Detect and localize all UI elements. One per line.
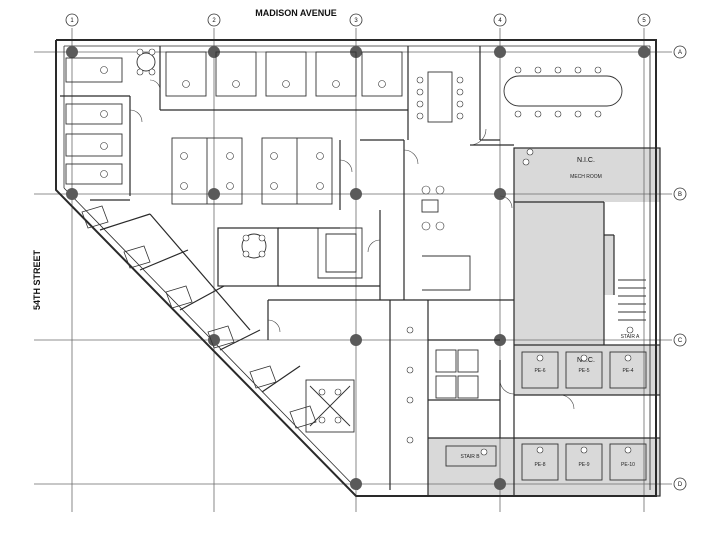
- shaft-label: PE-4: [622, 368, 633, 374]
- grid-bubble-3: [349, 13, 363, 27]
- shaft-labels-lower: PE-8 PE-9 PE-10: [534, 462, 635, 468]
- room-label-stair-a: STAIR A: [621, 334, 640, 340]
- grid-label-4: 4: [498, 18, 502, 24]
- grid-bubble-4: [493, 13, 507, 27]
- grid-bubble-1: [65, 13, 79, 27]
- shaft-label: PE-9: [578, 462, 589, 468]
- grid-label-c: C: [678, 338, 683, 344]
- chairs: [100, 48, 602, 444]
- street-label-north: MADISON AVENUE: [255, 8, 337, 18]
- grid-label-d: D: [678, 482, 683, 488]
- grid-label-5: 5: [642, 18, 646, 24]
- grid-bubble-b: [673, 187, 687, 201]
- grid-label-1: 1: [70, 18, 74, 24]
- shaft-label: PE-5: [578, 368, 589, 374]
- structural-columns: [66, 46, 650, 490]
- grid-bubbles-columns: [65, 13, 651, 27]
- room-tag-markers: [480, 148, 634, 456]
- grid-label-3: 3: [354, 18, 358, 24]
- grid-label-a: A: [678, 50, 682, 56]
- shaft-label: PE-6: [534, 368, 545, 374]
- grid-label-2: 2: [212, 18, 216, 24]
- room-label-stair-b: STAIR B: [460, 454, 480, 460]
- perimeter-desks: [81, 205, 317, 429]
- grid-label-b: B: [678, 192, 682, 198]
- shaft-label: PE-8: [534, 462, 545, 468]
- street-label-west: 54TH STREET: [32, 249, 42, 310]
- door-swings: [129, 79, 575, 410]
- grid-bubble-2: [207, 13, 221, 27]
- shaft-labels-upper: PE-6 PE-5 PE-4: [534, 368, 633, 374]
- grid-bubble-a: [673, 45, 687, 59]
- shaft-label: PE-10: [621, 462, 635, 468]
- grid-bubble-c: [673, 333, 687, 347]
- room-label-nic-upper: N.I.C.: [577, 157, 595, 164]
- grid-bubble-d: [673, 477, 687, 491]
- grid-bubbles-rows: [673, 45, 687, 491]
- grid-bubble-5: [637, 13, 651, 27]
- room-label-mech: MECH ROOM: [570, 174, 602, 180]
- furniture: [65, 51, 647, 481]
